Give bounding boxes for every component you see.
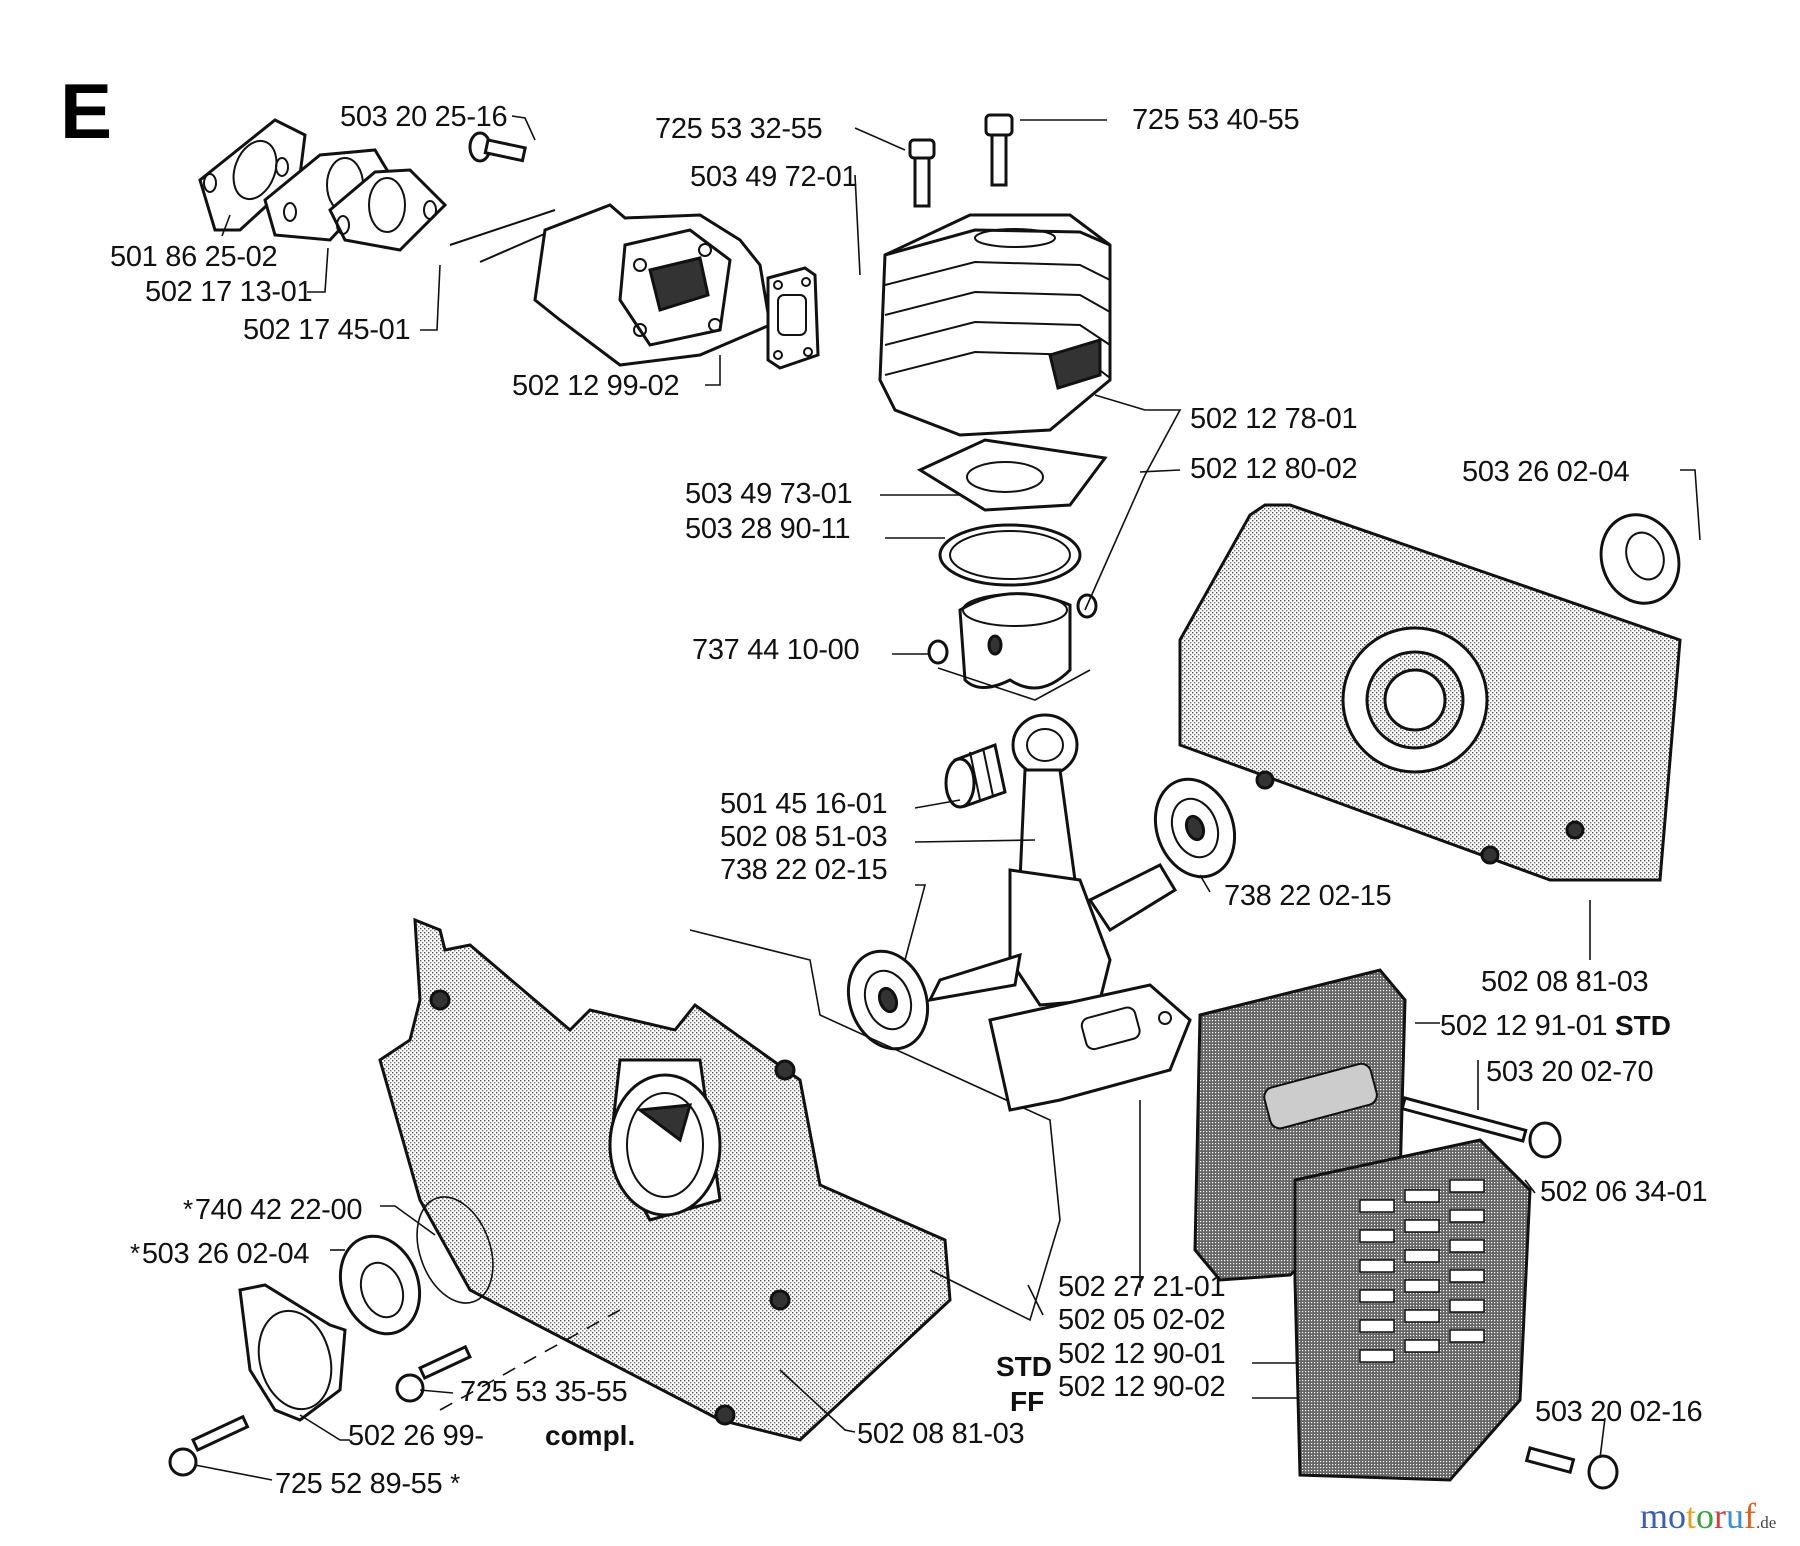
bearing-cover-icon	[238, 1283, 347, 1422]
part-number: 740 42 22-00	[194, 1194, 363, 1226]
crankcase-gasket-icon	[689, 929, 1061, 1322]
watermark-letter: o	[1696, 1496, 1715, 1536]
screw-icon	[908, 138, 936, 208]
std-qualifier: STD	[996, 1351, 1052, 1382]
part-label-oil-seal-left[interactable]: *503 26 02-04	[130, 1240, 309, 1269]
part-label-muffler-screw-bottom[interactable]: 503 20 02-16	[1535, 1396, 1703, 1428]
oring-icon	[416, 1196, 494, 1304]
oil-seal-icon	[338, 1234, 422, 1336]
leader-lines	[194, 115, 1701, 1481]
heat-shield-icon	[988, 983, 1192, 1112]
part-label-cylinder-gasket[interactable]: 503 49 73-01	[685, 478, 853, 510]
part-label-cylinder[interactable]: 502 12 78-01	[1190, 403, 1358, 435]
watermark-tld: .de	[1756, 1513, 1777, 1532]
part-label-cylinder-screw[interactable]: 725 53 40-55	[1132, 104, 1300, 136]
part-number: 503 26 02-04	[141, 1238, 310, 1270]
part-label-crankshaft[interactable]: 502 08 51-03	[720, 821, 888, 853]
part-label-muffler-gasket-top[interactable]: 503 49 72-01	[690, 161, 858, 193]
asterisk-marker: *	[130, 1238, 140, 1268]
part-label-ball-bearing-left[interactable]: 738 22 02-15	[720, 854, 888, 886]
needle-bearing-icon	[944, 742, 1007, 809]
intake-manifold-icon	[533, 203, 772, 367]
part-number: 725 52 89-55	[275, 1468, 443, 1500]
part-label-intake-gasket-2[interactable]: 502 17 45-01	[243, 314, 411, 346]
part-label-muffler-gasket[interactable]: 502 27 21-01	[1058, 1271, 1226, 1303]
motoruf-watermark: motoruf.de	[1640, 1498, 1776, 1534]
watermark-letter: m	[1640, 1496, 1669, 1536]
part-label-intake-bolt[interactable]: 503 20 25-16	[340, 101, 508, 133]
ff-qualifier: FF	[1010, 1386, 1045, 1417]
screw-icon	[395, 1344, 472, 1403]
crankcase-left-icon	[378, 917, 952, 1442]
watermark-letter: t	[1686, 1496, 1697, 1536]
crankcase-right-icon	[1178, 503, 1682, 882]
section-letter: E	[60, 67, 113, 155]
part-label-oring[interactable]: *740 42 22-00	[183, 1196, 362, 1225]
part-label-piston-kit[interactable]: 502 12 80-02	[1190, 453, 1358, 485]
muffler-gasket-top-icon	[766, 266, 820, 370]
part-label-oil-seal-right[interactable]: 503 26 02-04	[1462, 456, 1630, 488]
watermark-letter: r	[1714, 1496, 1727, 1536]
bolt-icon	[1400, 1096, 1562, 1159]
piston-icon	[958, 592, 1072, 690]
muffler-std-qualifier: STD	[1615, 1010, 1671, 1041]
circlip-icon	[927, 639, 949, 665]
part-label-muffler-bolt[interactable]: 503 20 02-70	[1486, 1056, 1654, 1088]
part-label-needle-bearing[interactable]: 501 45 16-01	[720, 788, 888, 820]
screw-icon	[168, 1414, 250, 1477]
oil-seal-icon	[1599, 513, 1681, 605]
compl-note: compl.	[545, 1420, 636, 1451]
watermark-letter: f	[1744, 1496, 1757, 1536]
piston-ring-icon	[938, 523, 1082, 587]
screw-icon	[984, 113, 1014, 187]
ball-bearing-icon	[846, 949, 930, 1051]
crankshaft-icon	[927, 863, 1178, 1007]
part-label-circlip[interactable]: 737 44 10-00	[692, 634, 860, 666]
asterisk-marker: *	[450, 1468, 460, 1498]
part-label-piston-ring[interactable]: 503 28 90-11	[685, 513, 851, 545]
part-label-intake-flange[interactable]: 502 17 13-01	[145, 276, 313, 308]
part-label-screw-small[interactable]: 725 53 32-55	[655, 113, 823, 145]
part-label-crankcase-bottom[interactable]: 502 08 81-03	[857, 1418, 1025, 1450]
part-label-heat-shield[interactable]: 502 05 02-02	[1058, 1304, 1226, 1336]
bolt-icon	[468, 131, 527, 163]
screw-icon	[1524, 1446, 1619, 1490]
watermark-letter: u	[1726, 1496, 1745, 1536]
part-label-cover-screw[interactable]: 725 52 89-55 *	[275, 1470, 462, 1499]
part-label-ball-bearing-right[interactable]: 738 22 02-15	[1224, 880, 1392, 912]
part-label-muffler-screen-nut[interactable]: 502 06 34-01	[1540, 1176, 1708, 1208]
part-label-muffler-cover-std[interactable]: 502 12 90-01	[1058, 1338, 1226, 1370]
watermark-text: motoruf	[1640, 1498, 1756, 1534]
cylinder-gasket-icon	[916, 438, 1108, 512]
asterisk-marker: *	[183, 1194, 193, 1224]
part-label-bearing-screw[interactable]: 725 53 35-55	[460, 1376, 628, 1408]
part-label-muffler-cover-ff[interactable]: 502 12 90-02	[1058, 1371, 1226, 1403]
part-label-crankcase-right[interactable]: 502 08 81-03	[1481, 966, 1649, 998]
intake-gasket-1-icon	[198, 118, 307, 232]
part-label-muffler[interactable]: 502 12 91-01	[1440, 1010, 1608, 1042]
watermark-letter: o	[1668, 1496, 1687, 1536]
connecting-rod-icon	[1011, 713, 1079, 882]
intake-gasket-2-icon	[328, 168, 448, 252]
muffler-cover-icon	[1293, 1138, 1532, 1482]
ball-bearing-icon	[1153, 777, 1237, 879]
part-label-intake-gasket-1[interactable]: 501 86 25-02	[110, 241, 278, 273]
cylinder-icon	[878, 213, 1112, 437]
part-label-bearing-cover[interactable]: 502 26 99-	[348, 1420, 484, 1452]
part-label-intake-manifold[interactable]: 502 12 99-02	[512, 370, 680, 402]
